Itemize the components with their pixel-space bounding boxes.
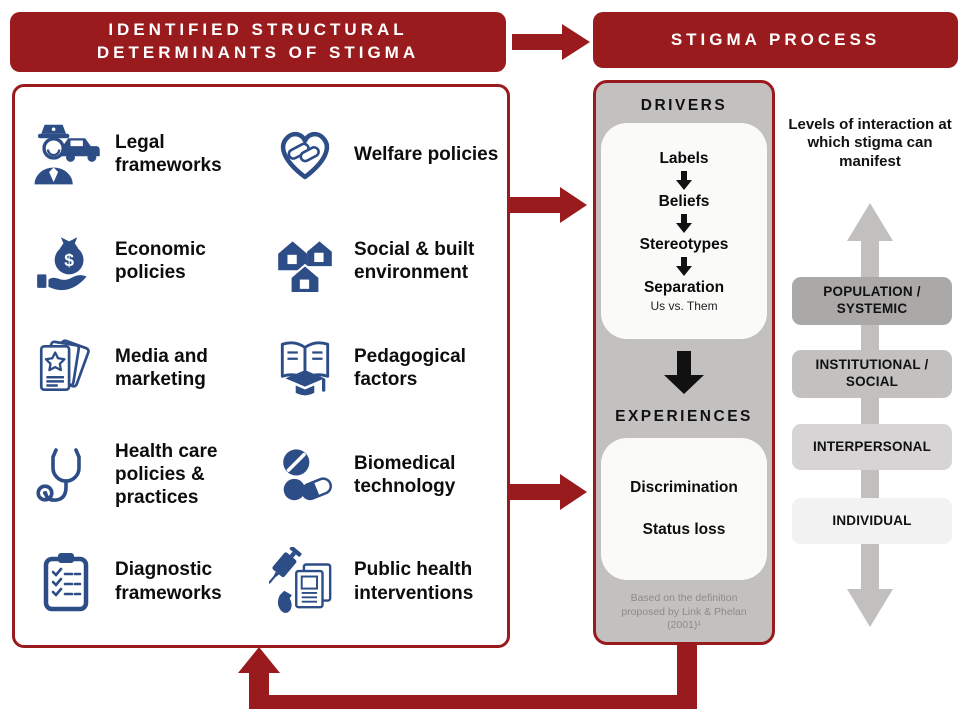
- determinant-item-social-built: Social & built environment: [266, 208, 501, 315]
- svg-text:$: $: [64, 250, 74, 270]
- determinant-item-healthcare: Health care policies & practices: [27, 421, 262, 528]
- determinant-label: Media and marketing: [115, 345, 208, 390]
- level-individual: INDIVIDUAL: [792, 498, 952, 544]
- level-label: INSTITUTIONAL / SOCIAL: [815, 357, 929, 389]
- experiences-box: Discrimination Status loss: [601, 438, 767, 580]
- stigma-process-header-label: STIGMA PROCESS: [670, 30, 881, 49]
- stethoscope-icon: [27, 442, 105, 508]
- determinant-label: Social & built environment: [354, 239, 475, 284]
- determinants-box: Legal frameworks Welfare policies $: [12, 84, 510, 648]
- down-arrow-icon: [676, 213, 692, 233]
- experience-status-loss: Status loss: [642, 521, 726, 538]
- determinants-header-line1: IDENTIFIED STRUCTURAL: [108, 20, 408, 40]
- level-population-systemic: POPULATION / SYSTEMIC: [792, 277, 952, 325]
- open-book-grad-cap-icon: [266, 335, 344, 401]
- driver-step-labels: Labels: [659, 149, 709, 167]
- driver-step-beliefs: Beliefs: [658, 192, 710, 210]
- feedback-loop-arrow: [238, 644, 697, 709]
- level-label: INTERPERSONAL: [812, 438, 932, 454]
- determinants-to-experiences-arrow-icon: [510, 474, 587, 510]
- separation-subtext: Us vs. Them: [650, 298, 718, 313]
- level-label: POPULATION / SYSTEMIC: [823, 284, 921, 316]
- heart-handshake-icon: [266, 122, 344, 186]
- driver-step-stereotypes: Stereotypes: [639, 235, 729, 253]
- determinants-header: IDENTIFIED STRUCTURAL DETERMINANTS OF ST…: [10, 12, 506, 72]
- drivers-steps-box: Labels Beliefs Stereotypes Separation Us…: [601, 123, 767, 339]
- syringe-leaflets-icon: [266, 546, 344, 617]
- determinant-label: Public health interventions: [354, 559, 474, 604]
- levels-double-arrow-icon: [847, 203, 893, 627]
- stigma-process-panel: DRIVERS Labels Beliefs Stereotypes Separ…: [593, 80, 775, 645]
- down-arrow-icon: [676, 256, 692, 276]
- houses-icon: [266, 228, 344, 295]
- determinants-header-line2: DETERMINANTS OF STIGMA: [96, 43, 420, 62]
- determinants-to-drivers-arrow-icon: [510, 187, 587, 223]
- level-label: INDIVIDUAL: [832, 512, 912, 528]
- determinant-item-economic: $ Economic policies: [27, 208, 262, 315]
- clipboard-checklist-icon: [27, 549, 105, 615]
- level-interpersonal: INTERPERSONAL: [792, 424, 952, 470]
- determinant-item-welfare: Welfare policies: [266, 101, 501, 208]
- determinant-item-publichealth: Public health interventions: [266, 528, 501, 635]
- determinant-item-diagnostic: Diagnostic frameworks: [27, 528, 262, 635]
- determinant-item-media: Media and marketing: [27, 315, 262, 422]
- determinant-label: Health care policies & practices: [115, 441, 218, 509]
- determinant-label: Economic policies: [115, 239, 206, 284]
- drivers-title: DRIVERS: [640, 97, 728, 114]
- money-bag-hand-icon: $: [27, 228, 105, 294]
- determinant-label: Welfare policies: [354, 143, 499, 165]
- header-right-arrow-icon: [512, 24, 590, 60]
- down-arrow-icon: [676, 170, 692, 190]
- determinant-label: Legal frameworks: [115, 132, 222, 177]
- determinant-label: Biomedical technology: [354, 452, 456, 497]
- citation-caption: Based on the definition proposed by Link…: [621, 592, 747, 632]
- experience-discrimination: Discrimination: [630, 479, 738, 496]
- drivers-to-experiences-arrow-icon: [664, 351, 704, 394]
- levels-title: Levels of interaction at which stigma ca…: [788, 116, 952, 170]
- experiences-title: EXPERIENCES: [615, 408, 753, 425]
- determinant-label: Pedagogical factors: [354, 345, 466, 390]
- determinant-item-biomedical: Biomedical technology: [266, 421, 501, 528]
- police-officer-car-icon: [27, 120, 105, 188]
- determinant-label: Diagnostic frameworks: [115, 559, 222, 604]
- flyers-star-icon: [27, 335, 105, 401]
- pills-icon: [266, 444, 344, 506]
- determinant-item-legal: Legal frameworks: [27, 101, 262, 208]
- stigma-process-header: STIGMA PROCESS: [593, 12, 958, 68]
- driver-step-separation: Separation: [643, 278, 725, 296]
- level-institutional-social: INSTITUTIONAL / SOCIAL: [792, 350, 952, 398]
- determinant-item-pedagogical: Pedagogical factors: [266, 315, 501, 422]
